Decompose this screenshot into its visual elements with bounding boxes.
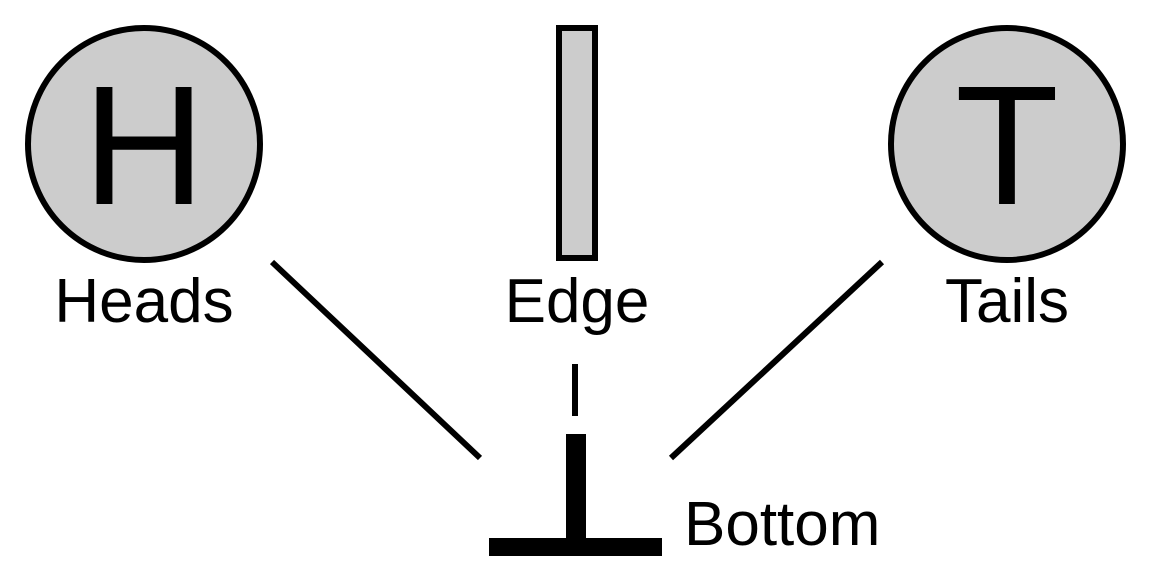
edge-node: Edge	[505, 25, 650, 336]
bottom-label: Bottom	[684, 490, 880, 559]
heads-circle	[25, 25, 263, 263]
heads-label: Heads	[54, 267, 233, 336]
tails-symbol: T	[955, 51, 1059, 241]
tails-node: T Tails	[888, 25, 1126, 336]
bottom-symbol-base	[489, 538, 662, 556]
bottom-symbol-stem	[566, 434, 586, 540]
edge-label: Edge	[505, 267, 650, 336]
heads-symbol: H	[83, 51, 206, 241]
bottom-node: Bottom	[489, 434, 880, 559]
edge-bar	[556, 25, 598, 261]
tails-label: Tails	[945, 267, 1069, 336]
tails-circle	[888, 25, 1126, 263]
tails-to-bottom-line	[668, 259, 885, 461]
heads-to-bottom-line	[269, 259, 483, 461]
heads-node: H Heads	[25, 25, 263, 336]
